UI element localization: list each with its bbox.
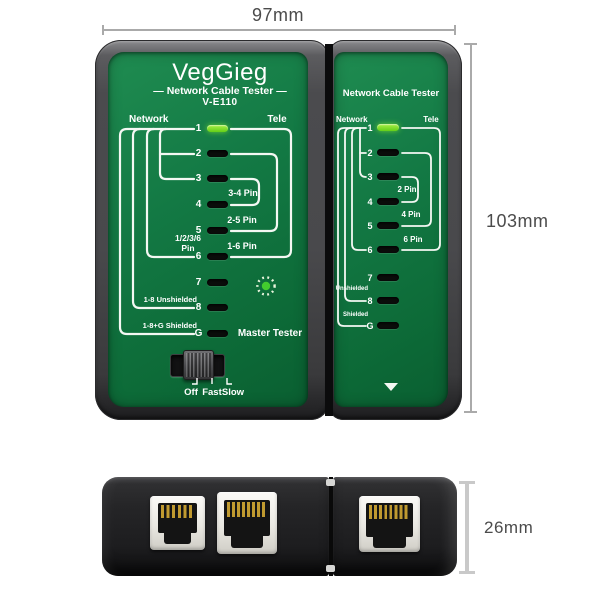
pin-16-label: 1-6 Pin [227, 241, 257, 251]
led-number: 4 [367, 197, 373, 207]
led-indicator [207, 279, 228, 286]
remote-panel [334, 52, 448, 407]
pin-4-label: 4 Pin [401, 210, 421, 219]
pin-1236-label-line1: 1/2/3/6 [175, 233, 201, 243]
height-dimension-tick-bottom [464, 411, 477, 413]
interlock-notch-bottom [326, 565, 335, 572]
depth-dimension-line [465, 481, 469, 574]
switch-option-slow: Slow [221, 387, 245, 398]
rj45-port-clip-slot [231, 535, 263, 548]
remote-unshielded-label: Unshielded [335, 286, 368, 292]
led-number: 8 [367, 296, 373, 306]
led-indicator [207, 201, 228, 208]
master-network-header: Network [129, 114, 169, 125]
pin-25-label: 2-5 Pin [227, 215, 257, 225]
width-dimension-tick-right [454, 25, 456, 35]
switch-option-fast: Fast [202, 387, 222, 398]
width-dimension-label: 97mm [251, 5, 304, 25]
led-number: 3 [367, 172, 373, 182]
master-subtitle: — Network Cable Tester — [153, 85, 287, 97]
led-number: 6 [367, 245, 373, 255]
rj11-port [150, 496, 205, 550]
led-indicator [207, 125, 228, 132]
rj11-port-clip-slot [164, 532, 191, 544]
master-tester-label: Master Tester [237, 328, 303, 339]
unit-seam [325, 44, 333, 416]
led-indicator [377, 274, 399, 281]
led-number: 5 [195, 225, 202, 236]
height-dimension-label: 103mm [486, 211, 549, 231]
led-number: 7 [367, 273, 373, 283]
remote-network-header: Network [336, 115, 368, 124]
led-indicator [207, 150, 228, 157]
master-tele-header: Tele [267, 114, 287, 125]
unshielded-label: 1-8 Unshielded [143, 295, 197, 304]
led-number: 1 [367, 123, 373, 133]
led-number: 7 [195, 277, 202, 288]
led-number: 3 [195, 173, 202, 184]
led-number: 4 [195, 199, 202, 210]
rj45-port-cavity [224, 500, 270, 536]
led-number: 1 [195, 123, 202, 134]
switch-option-off: Off [184, 387, 198, 398]
bottom-view-seam [329, 477, 333, 576]
pin-1236-label-line2: Pin [181, 243, 195, 253]
led-indicator [377, 297, 399, 304]
led-number: 6 [195, 251, 202, 262]
pin-6-label: 6 Pin [403, 235, 423, 244]
rj45-port-master [217, 492, 277, 554]
rj11-port-pins [161, 505, 194, 518]
led-number: G [194, 328, 203, 339]
height-dimension-tick-top [464, 43, 477, 45]
led-indicator [207, 304, 228, 311]
bottom-view-master-body [102, 477, 329, 576]
remote-title: Network Cable Tester [342, 88, 440, 99]
led-number: 8 [195, 302, 202, 313]
led-number: 2 [195, 148, 202, 159]
led-indicator [377, 149, 399, 156]
rj45-port-pins [227, 502, 267, 517]
led-indicator [377, 322, 399, 329]
pin-34-label: 3-4 Pin [228, 188, 258, 198]
shielded-label: 1-8+G Shielded [142, 321, 197, 330]
led-indicator [377, 246, 399, 253]
rj45-remote-cavity [366, 503, 413, 537]
master-model: V-E110 [202, 97, 238, 108]
depth-dimension-label: 26mm [484, 518, 534, 537]
depth-dimension-cap-bottom [459, 571, 475, 574]
led-indicator [207, 330, 228, 337]
speed-switch-thumb [183, 350, 214, 380]
interlock-notch-top [326, 479, 335, 486]
led-number: G [366, 321, 374, 331]
rj45-remote-pins [369, 505, 410, 519]
remote-shielded-label: Shielded [342, 312, 368, 318]
rj45-port-remote [359, 496, 420, 552]
depth-dimension-cap-top [459, 481, 475, 484]
rj45-remote-clip-slot [373, 536, 406, 548]
height-dimension-line [470, 43, 472, 413]
led-number: 2 [367, 148, 373, 158]
led-indicator [207, 175, 228, 182]
width-dimension-tick-left [102, 25, 104, 35]
led-indicator [377, 173, 399, 180]
remote-tele-header: Tele [423, 115, 439, 124]
led-indicator [377, 198, 399, 205]
brand-logo: VegGieg [172, 59, 268, 86]
led-indicator [377, 124, 399, 131]
width-dimension-line [102, 29, 456, 31]
pin-2-label: 2 Pin [397, 185, 417, 194]
led-indicator [377, 222, 399, 229]
led-indicator [207, 227, 228, 234]
led-number: 5 [367, 221, 373, 231]
led-indicator [207, 253, 228, 260]
rj11-port-cavity [158, 503, 197, 533]
